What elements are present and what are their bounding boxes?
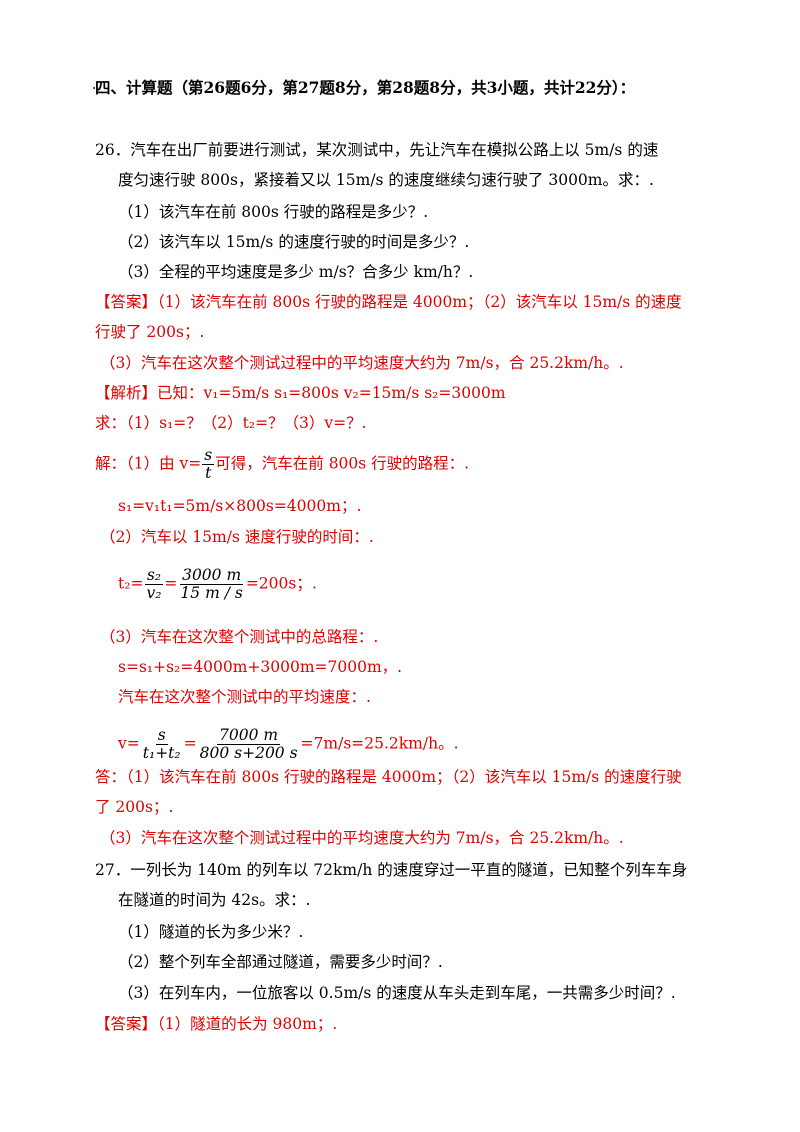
q26-part1: （1）该汽车在前 800s 行驶的路程是多少？. <box>118 203 429 221</box>
q26-stem-line2: 度匀速行驶 800s，紧接着又以 15m/s 的速度继续匀速行驶了 3000m。… <box>118 171 654 189</box>
q26-stem-line1: 26．汽车在出厂前要进行测试，某次测试中，先让汽车在模拟公路上以 5m/s 的速 <box>95 141 659 159</box>
q26-answer-line2: 行驶了 200s；. <box>95 323 205 341</box>
q27-stem-line1: 27．一列长为 140m 的列车以 72km/h 的速度穿过一平直的隧道，已知整… <box>95 861 688 879</box>
q26-part3: （3）全程的平均速度是多少 m/s？合多少 km/h？. <box>118 263 474 281</box>
q26-average-speed-heading: 汽车在这次整个测试中的平均速度：. <box>118 688 371 706</box>
q26-total-distance: s=s₁+s₂=4000m+3000m=7000m，. <box>118 658 403 676</box>
q27-part3: （3）在列车内，一位旅客以 0.5m/s 的速度从车头走到车尾，一共需多少时间？… <box>118 984 676 1002</box>
q26-final-answer-line3: （3）汽车在这次整个测试过程中的平均速度大约为 7m/s，合 25.2km/h。… <box>100 829 624 847</box>
q27-part2: （2）整个列车全部通过隧道，需要多少时间？. <box>118 953 443 971</box>
q27-part1: （1）隧道的长为多少米？. <box>118 923 304 941</box>
q26-part2: （2）该汽车以 15m/s 的速度行驶的时间是多少？. <box>118 233 470 251</box>
q26-analysis-known: 【解析】已知：v₁=5m/s s₁=800s v₂=15m/s s₂=3000m <box>95 384 506 402</box>
q26-answer-line1: 【答案】（1）该汽车在前 800s 行驶的路程是 4000m；（2）该汽车以 1… <box>95 293 682 311</box>
q26-seek: 求：（1）s₁=？（2）t₂=？（3）v=？. <box>95 414 367 432</box>
section-title: 四、计算题（第26题6分，第27题8分，第28题8分，共3小题，共计22分）： <box>95 78 636 97</box>
q26-part3-heading: （3）汽车在这次整个测试中的总路程：. <box>100 628 379 646</box>
q26-answer-line3: （3）汽车在这次整个测试过程中的平均速度大约为 7m/s，合 25.2km/h。… <box>100 354 624 372</box>
q26-final-answer-line2: 了 200s；. <box>95 798 174 816</box>
q26-s1-calc: s₁=v₁t₁=5m/s×800s=4000m；. <box>118 497 362 515</box>
q26-final-answer-line1: 答：（1）该汽车在前 800s 行驶的路程是 4000m；（2）该汽车以 15m… <box>95 768 682 786</box>
q26-part2-heading: （2）汽车以 15m/s 速度行驶的时间：. <box>100 528 374 546</box>
stray-dot <box>93 87 95 89</box>
q27-stem-line2: 在隧道的时间为 42s。求：. <box>118 891 311 909</box>
q27-answer-line1: 【答案】（1）隧道的长为 980m；. <box>95 1015 338 1033</box>
